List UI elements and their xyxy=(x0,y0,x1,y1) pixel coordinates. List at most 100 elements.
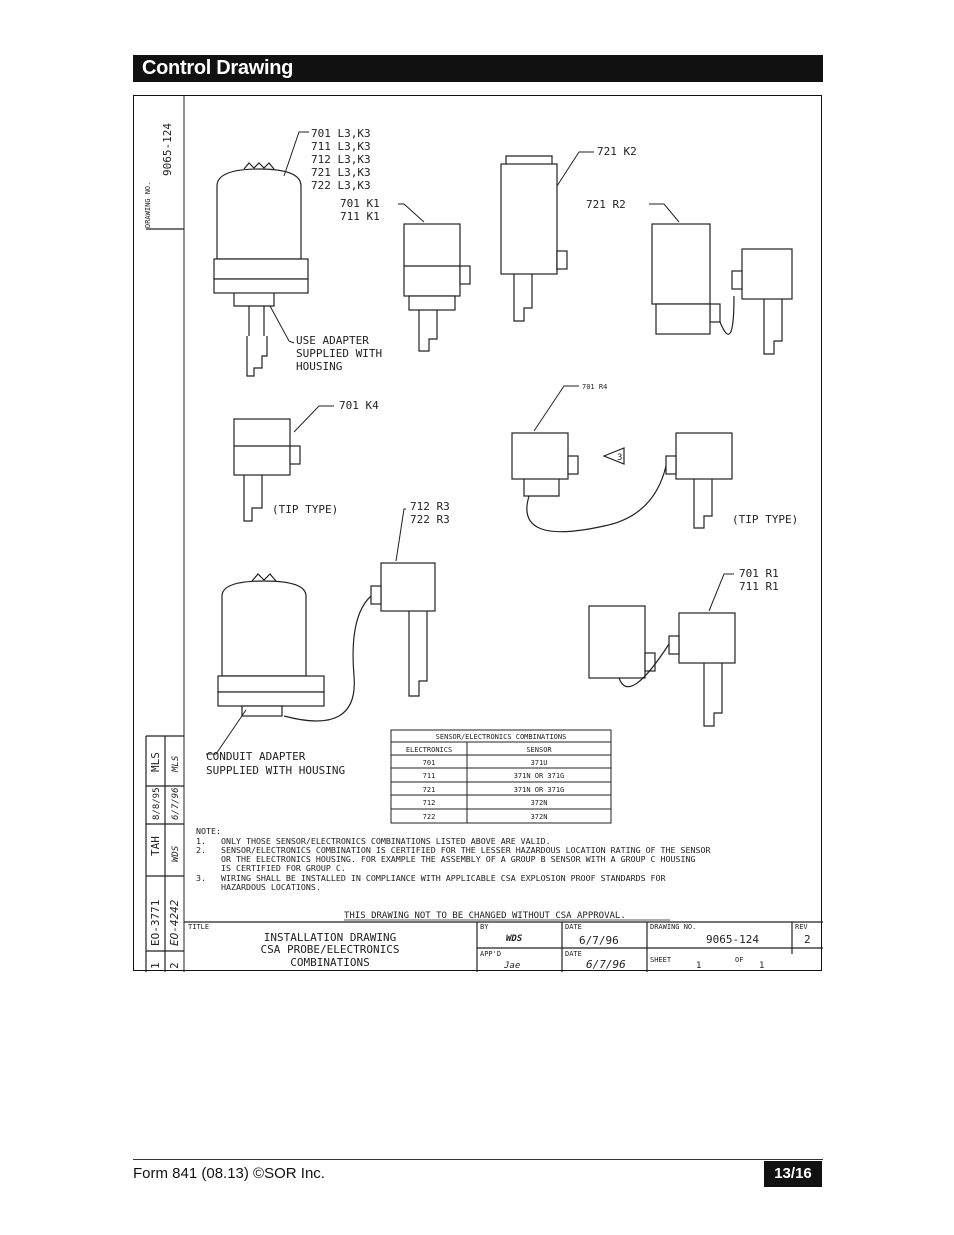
rev-2-by: WDS xyxy=(171,845,181,862)
drawing-no-block: 9065-124 xyxy=(706,933,759,946)
drawing-no-vertical: 9065-124 xyxy=(161,123,174,176)
title-block xyxy=(184,921,823,972)
svg-text:711 L3,K3: 711 L3,K3 xyxy=(311,140,371,153)
label-tip-type-2: (TIP TYPE) xyxy=(732,513,798,526)
page-title: Control Drawing xyxy=(142,57,294,79)
page-number: 13/16 xyxy=(764,1161,822,1187)
svg-text:NOTE:: NOTE: xyxy=(196,826,221,836)
large-housing-top xyxy=(213,162,309,377)
drawing-no-label: DRAWING NO. xyxy=(144,182,152,228)
date2-label: DATE xyxy=(565,950,582,958)
rev-2-date: 6/7/96 xyxy=(171,787,181,820)
svg-text:IS CERTIFIED FOR GROUP C.: IS CERTIFIED FOR GROUP C. xyxy=(196,863,346,873)
rev-1-date: 8/8/95 xyxy=(152,787,162,820)
table-row: 711 371N OR 371G xyxy=(423,772,565,780)
label-r2: 721 R2 xyxy=(586,198,626,211)
drawing-no-label-block: DRAWING NO. xyxy=(650,923,696,931)
svg-text:701 R1: 701 R1 xyxy=(739,567,779,580)
svg-text:372N: 372N xyxy=(531,799,548,807)
svg-text:1. ONLY THOSE SENSOR/ELECTRO: 1. ONLY THOSE SENSOR/ELECTRONICS COMBINA… xyxy=(196,836,551,846)
rev-2-num: 2 xyxy=(168,962,181,969)
of-label: OF xyxy=(735,956,743,964)
electronics-r3 xyxy=(217,562,436,722)
label-conduit: CONDUIT ADAPTER SUPPLIED WITH HOUSING xyxy=(206,750,345,777)
table-row: 721 371N OR 371G xyxy=(423,786,565,794)
rev-1-num: 1 xyxy=(149,962,162,969)
svg-text:711 K1: 711 K1 xyxy=(340,210,380,223)
rev-2-appr: MLS xyxy=(171,755,181,773)
control-drawing-frame: DRAWING NO. 9065-124 1 EO-3771 TAH 8/8/9… xyxy=(133,95,823,972)
rev-label: REV xyxy=(795,923,808,931)
label-r3: 712 R3 722 R3 xyxy=(410,500,450,526)
by-value: WDS xyxy=(506,934,523,944)
title-line-2: CSA PROBE/ELECTRONICS xyxy=(260,943,399,956)
label-tip-type-1: (TIP TYPE) xyxy=(272,503,338,516)
svg-text:CONDUIT ADAPTER: CONDUIT ADAPTER xyxy=(206,750,306,763)
svg-text:OR THE ELECTRONICS HOUSING. FO: OR THE ELECTRONICS HOUSING. FOR EXAMPLE … xyxy=(196,854,696,864)
drawing-svg: DRAWING NO. 9065-124 1 EO-3771 TAH 8/8/9… xyxy=(144,96,823,972)
electronics-r4 xyxy=(511,432,733,533)
svg-text:701 K1: 701 K1 xyxy=(340,197,380,210)
label-k1: 701 K1 711 K1 xyxy=(340,197,380,223)
rev-value: 2 xyxy=(804,933,811,946)
svg-text:372N: 372N xyxy=(531,813,548,821)
label-k2: 721 K2 xyxy=(597,145,637,158)
electronics-k2 xyxy=(500,155,568,322)
electronics-r1 xyxy=(588,605,736,727)
date2-value: 6/7/96 xyxy=(586,958,626,971)
sheet-value: 1 xyxy=(696,961,701,971)
svg-text:2. SENSOR/ELECTRONICS COMBIN: 2. SENSOR/ELECTRONICS COMBINATION IS CER… xyxy=(196,845,711,855)
by-label: BY xyxy=(480,923,489,931)
electronics-k1 xyxy=(403,223,471,352)
appd-value: Jae xyxy=(503,961,520,971)
table-header-electronics: ELECTRONICS xyxy=(406,746,452,754)
electronics-r2 xyxy=(651,223,793,355)
svg-text:HOUSING: HOUSING xyxy=(296,360,342,373)
label-r1: 701 R1 711 R1 xyxy=(739,567,779,593)
svg-text:USE ADAPTER: USE ADAPTER xyxy=(296,334,369,347)
table-row: 712 372N xyxy=(423,799,548,807)
table-header-sensor: SENSOR xyxy=(526,746,552,754)
svg-text:721: 721 xyxy=(423,786,436,794)
title-line-1: INSTALLATION DRAWING xyxy=(264,931,396,944)
svg-text:701 L3,K3: 701 L3,K3 xyxy=(311,127,371,140)
svg-text:721 L3,K3: 721 L3,K3 xyxy=(311,166,371,179)
electronics-k4 xyxy=(233,418,301,522)
svg-text:HAZARDOUS LOCATIONS.: HAZARDOUS LOCATIONS. xyxy=(196,882,321,892)
rev-1-appr: MLS xyxy=(149,752,162,772)
svg-text:SUPPLIED WITH HOUSING: SUPPLIED WITH HOUSING xyxy=(206,764,345,777)
svg-text:371N OR 371G: 371N OR 371G xyxy=(514,786,565,794)
svg-text:3. WIRING SHALL BE INSTALLED: 3. WIRING SHALL BE INSTALLED IN COMPLIAN… xyxy=(196,873,666,883)
label-l3k3: 701 L3,K3 711 L3,K3 712 L3,K3 721 L3,K3 … xyxy=(311,127,371,192)
table-row: 701 371U xyxy=(423,759,548,767)
svg-text:SUPPLIED WITH: SUPPLIED WITH xyxy=(296,347,382,360)
label-r4: 701 R4 xyxy=(582,383,607,391)
rev-2-eo: EO-4242 xyxy=(168,899,181,946)
svg-text:722: 722 xyxy=(423,813,436,821)
svg-text:701: 701 xyxy=(423,759,436,767)
footer-divider xyxy=(133,1159,823,1160)
of-value: 1 xyxy=(759,961,764,971)
date-label: DATE xyxy=(565,923,582,931)
title-line-3: COMBINATIONS xyxy=(290,956,369,969)
svg-text:371U: 371U xyxy=(531,759,548,767)
svg-text:712 R3: 712 R3 xyxy=(410,500,450,513)
combinations-table xyxy=(390,729,612,824)
svg-text:711: 711 xyxy=(423,772,436,780)
table-row: 722 372N xyxy=(423,813,548,821)
header-bar: Control Drawing xyxy=(133,55,823,82)
notes-block: NOTE: 1. ONLY THOSE SENSOR/ELECTRONICS C… xyxy=(196,826,711,892)
svg-text:712 L3,K3: 712 L3,K3 xyxy=(311,153,371,166)
svg-text:712: 712 xyxy=(423,799,436,807)
sheet-label: SHEET xyxy=(650,956,672,964)
svg-text:371N OR 371G: 371N OR 371G xyxy=(514,772,565,780)
label-adapter: USE ADAPTER SUPPLIED WITH HOUSING xyxy=(296,334,382,373)
date-value: 6/7/96 xyxy=(579,934,619,947)
triangle-note-3: 3 xyxy=(617,453,622,463)
label-k4: 701 K4 xyxy=(339,399,379,412)
title-label: TITLE xyxy=(188,923,209,931)
table-title: SENSOR/ELECTRONICS COMBINATIONS xyxy=(436,733,567,741)
footer-form: Form 841 (08.13) ©SOR Inc. xyxy=(133,1165,325,1182)
rev-1-eo: EO-3771 xyxy=(149,900,162,946)
csa-notice: THIS DRAWING NOT TO BE CHANGED WITHOUT C… xyxy=(344,911,626,921)
